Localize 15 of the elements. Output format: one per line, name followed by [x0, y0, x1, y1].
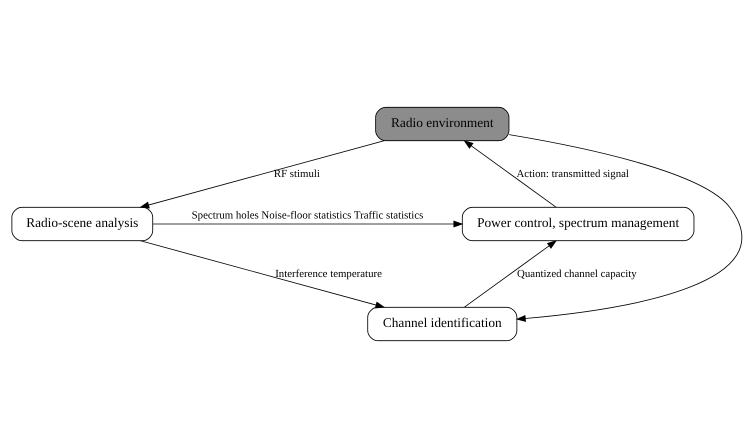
- edge-label: Spectrum holes Noise-floor statistics Traffic statistics: [192, 209, 424, 221]
- arrow: [464, 240, 558, 308]
- node-box: Channel identification: [367, 306, 518, 341]
- arrow: [508, 134, 742, 322]
- edge-label: RF stimuli: [274, 167, 320, 180]
- node-box: Power control, spectrum management: [462, 206, 694, 241]
- edge-label: Interference temperature: [275, 267, 382, 280]
- edge-label: Quantized channel capacity: [517, 267, 637, 280]
- arrow: [463, 140, 557, 208]
- arrow: [139, 140, 384, 208]
- node-box: Radio-scene analysis: [11, 206, 154, 241]
- arrow: [140, 240, 386, 308]
- edge-label: Action: transmitted signal: [516, 167, 629, 180]
- node-box: Radio environment: [375, 106, 510, 141]
- arrow: [152, 220, 464, 227]
